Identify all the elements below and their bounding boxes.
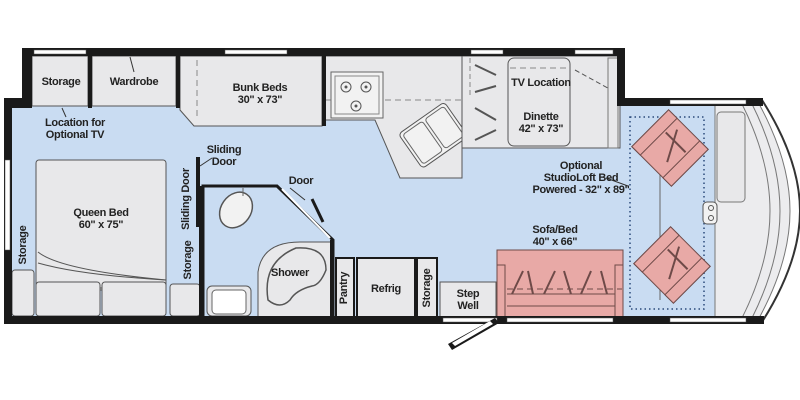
bunk-beds-label: Bunk Beds 30" x 73"	[220, 82, 300, 106]
sliding-door-top-line1: Sliding	[206, 144, 242, 156]
windows	[4, 49, 747, 323]
tv-location-label: TV Location	[511, 77, 571, 89]
storage-top-left-label: Storage	[41, 76, 81, 88]
optional-tv-label: Location for Optional TV	[40, 117, 110, 141]
recliner-top	[631, 109, 709, 187]
door-label: Door	[288, 175, 314, 187]
sofa-bed-size: 40" x 66"	[532, 236, 578, 248]
sliding-door-panel	[196, 157, 200, 227]
studioloft-label: Optional StudioLoft Bed Powered - 32" x …	[526, 160, 636, 196]
dinette-size: 42" x 73"	[518, 123, 564, 135]
sliding-door-side-label: Sliding Door	[180, 168, 192, 230]
dinette-table	[507, 57, 571, 147]
storage-mid-label: Storage	[182, 240, 194, 280]
studioloft-line3: Powered - 32" x 89"	[532, 184, 630, 196]
sink-icon	[399, 103, 468, 168]
dinette-label: Dinette 42" x 73"	[506, 111, 576, 135]
studioloft-line1: Optional	[559, 160, 603, 172]
optional-tv-line2: Optional TV	[45, 129, 105, 141]
storage-top-left-cabinet	[31, 55, 89, 107]
cab-console	[716, 111, 746, 203]
sofa-bed-title: Sofa/Bed	[532, 224, 578, 236]
refrig-label: Refrig	[371, 283, 401, 295]
shower-label: Shower	[271, 267, 309, 279]
queen-bed	[35, 159, 167, 291]
studioloft-line2: StudioLoft Bed	[543, 172, 619, 184]
queen-bed-label: Queen Bed 60" x 75"	[56, 207, 146, 231]
entry-door	[448, 318, 499, 350]
wardrobe-label: Wardrobe	[109, 76, 159, 88]
storage-right-label: Storage	[421, 268, 433, 308]
pantry-label: Pantry	[338, 271, 350, 305]
toilet-icon	[218, 191, 254, 229]
dinette-chairs	[474, 64, 497, 141]
storage-left	[11, 269, 35, 317]
queen-bed-size: 60" x 75"	[78, 219, 124, 231]
windshield	[761, 99, 800, 323]
storage-mid	[169, 283, 201, 317]
step-well	[439, 281, 497, 319]
stove-icon	[330, 71, 384, 119]
bunk-beds-title: Bunk Beds	[232, 82, 288, 94]
sliding-door-top-label: Sliding Door	[204, 144, 244, 168]
bunk-beds-size: 30" x 73"	[237, 94, 283, 106]
optional-tv-line1: Location for	[45, 117, 105, 129]
step-well-line1: Step	[456, 288, 480, 300]
storage-left-label: Storage	[17, 225, 29, 265]
recliner-bottom	[633, 226, 711, 304]
sliding-door-top-line2: Door	[211, 156, 237, 168]
dinette-title: Dinette	[523, 111, 559, 123]
queen-bed-title: Queen Bed	[73, 207, 129, 219]
sofa-bed	[496, 249, 624, 319]
sofa-bed-label: Sofa/Bed 40" x 66"	[515, 224, 595, 248]
step-well-label: Step Well	[446, 288, 490, 312]
step-well-line2: Well	[457, 300, 479, 312]
door-panel	[310, 198, 325, 223]
